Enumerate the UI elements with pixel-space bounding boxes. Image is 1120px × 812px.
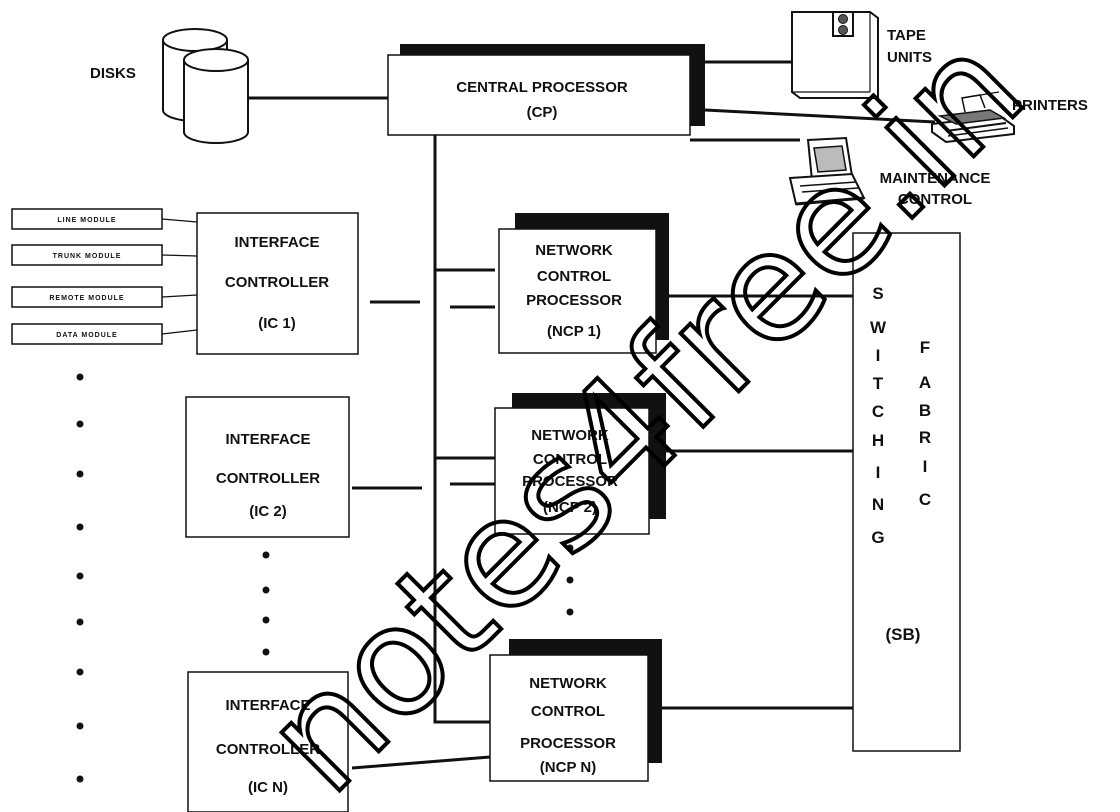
svg-text:I: I [876,346,881,365]
ncp1-label-line3: PROCESSOR [526,292,622,309]
svg-text:F: F [920,338,930,357]
svg-text:G: G [871,528,884,547]
disks-icon [163,29,248,143]
svg-text:T: T [873,374,884,393]
svg-text:I: I [876,463,881,482]
svg-text:A: A [919,373,931,392]
sb-label: (SB) [886,625,921,644]
data-module-link [162,330,197,334]
ic2-label-line1: INTERFACE [225,431,310,448]
ic1-label-line2: CONTROLLER [225,274,329,291]
svg-text:N: N [872,495,884,514]
line-module-label: LINE MODULE [57,217,116,224]
ncpn-label-line2: CONTROL [531,703,605,720]
ncpn-label-line3: PROCESSOR [520,735,616,752]
svg-text:C: C [919,490,931,509]
svg-text:H: H [872,431,884,450]
ic1-label-line3: (IC 1) [258,315,296,332]
ic2-label-line2: CONTROLLER [216,470,320,487]
svg-text:R: R [919,428,931,447]
svg-text:I: I [923,457,928,476]
trunk-module-label: TRUNK MODULE [53,253,122,260]
ncp1-label-line1: NETWORK [535,242,613,259]
ncpn-label-line4: (NCP N) [540,759,596,776]
remote-module-label: REMOTE MODULE [49,295,124,302]
svg-text:B: B [919,401,931,420]
ncp1-label-line2: CONTROL [537,268,611,285]
ic2-label-line3: (IC 2) [249,503,287,520]
icn-label-line3: (IC N) [248,779,288,796]
svg-text:C: C [872,402,884,421]
remote-module-link [162,295,197,297]
data-module-label: DATA MODULE [56,332,117,339]
trunk-module-link [162,255,197,256]
svg-text:W: W [870,318,887,337]
disks-label: DISKS [90,65,136,82]
ic1-label-line1: INTERFACE [234,234,319,251]
module-list: LINE MODULE TRUNK MODULE REMOTE MODULE D… [12,209,162,344]
cp-label-line2: (CP) [527,104,558,121]
ncp1-label-line4: (NCP 1) [547,323,601,340]
ic-continuation-dots [263,552,270,656]
module-continuation-dots [77,374,84,783]
cp-label-line1: CENTRAL PROCESSOR [456,79,628,96]
line-module-link [162,219,197,222]
ncpn-label-line1: NETWORK [529,675,607,692]
